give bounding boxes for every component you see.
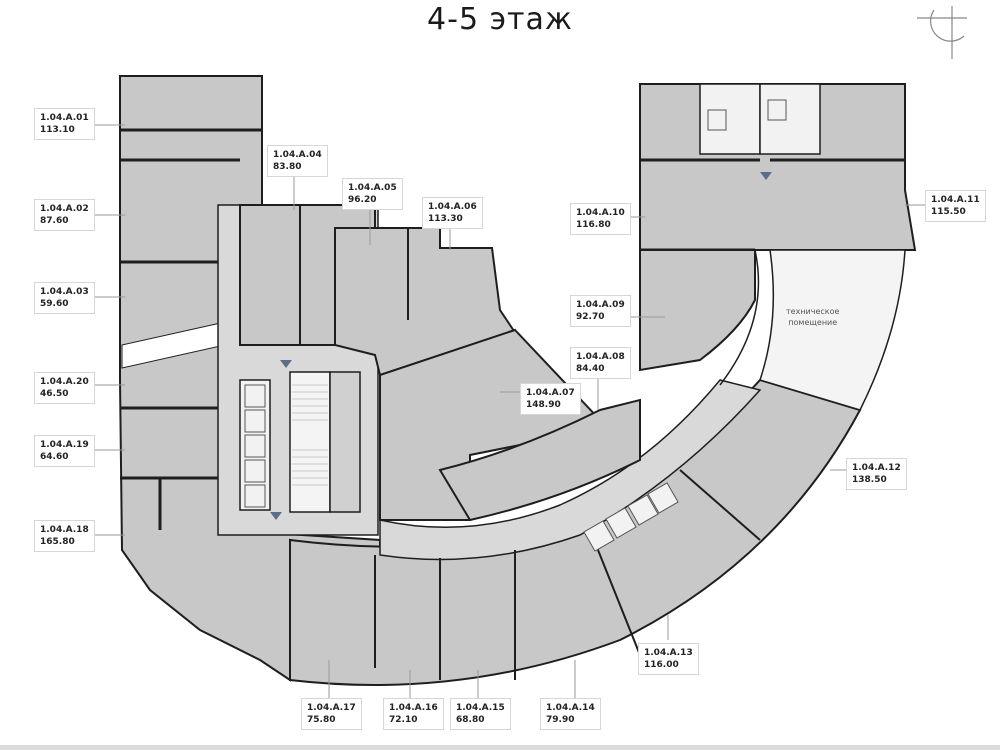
left-wing — [119, 75, 381, 682]
floor-title: 4-5 этаж — [427, 2, 573, 37]
middle-offices — [334, 227, 602, 521]
curved-section — [289, 378, 862, 686]
tech-room-label: техническое помещение — [786, 307, 840, 327]
right-wing — [639, 83, 917, 411]
north-arrow-icon — [917, 6, 967, 59]
bottom-bar — [0, 745, 1000, 750]
